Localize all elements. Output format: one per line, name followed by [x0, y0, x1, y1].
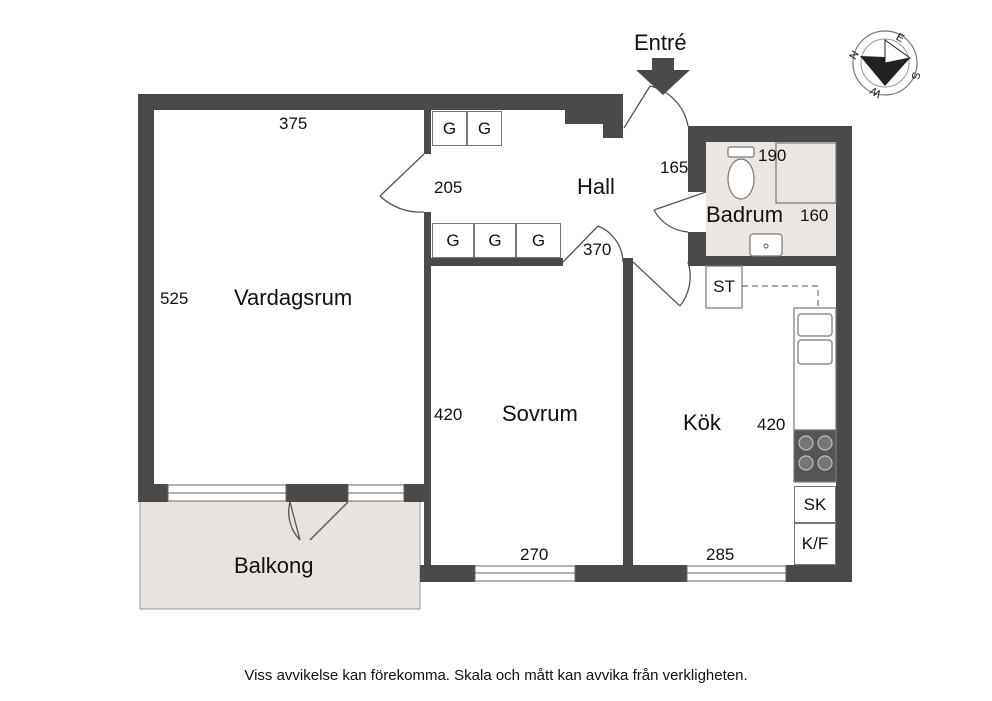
dim-hall-closet: 205: [434, 178, 463, 197]
dim-hall-door: 165: [660, 158, 689, 177]
sink-basin-icon: [797, 313, 833, 337]
room-hall: Hall: [577, 174, 615, 199]
shower-icon: [775, 142, 837, 204]
fridge-freezer: K/F: [794, 523, 836, 565]
room-living: Vardagsrum: [234, 285, 353, 310]
closet: G: [432, 111, 467, 146]
dim-bath-width: 190: [758, 146, 787, 165]
toilet-icon: [727, 158, 755, 200]
room-balcony: Balkong: [234, 553, 314, 578]
windows: [167, 484, 787, 582]
doors: [288, 85, 707, 541]
dim-bed-depth: 420: [434, 405, 463, 424]
kitchen-counter: [705, 265, 837, 483]
stove-top-label: ST: [713, 277, 735, 296]
walls: [138, 94, 852, 582]
closet: G: [516, 223, 561, 258]
compass-icon: [852, 30, 918, 96]
balcony-floor: [139, 500, 421, 610]
room-bath: Badrum: [706, 202, 784, 227]
entrance-label: Entré: [634, 30, 687, 55]
closet: G: [474, 223, 516, 258]
sink-basin-icon: [797, 339, 833, 365]
dim-hall-depth: 370: [583, 240, 612, 259]
room-kitchen: Kök: [683, 410, 721, 435]
closet: G: [432, 223, 474, 258]
room-bedroom: Sovrum: [502, 401, 578, 426]
dim-living-width: 375: [279, 114, 308, 133]
dim-kitchen-width: 285: [706, 545, 735, 564]
dim-bed-width: 270: [520, 545, 549, 564]
dim-living-depth: 525: [160, 289, 189, 308]
dim-bath-depth: 160: [800, 206, 829, 225]
dim-kitchen-depth: 420: [757, 415, 786, 434]
freezer: SK: [794, 486, 836, 523]
toilet-tank-icon: [727, 146, 755, 158]
closet: G: [467, 111, 502, 146]
disclaimer: Viss avvikelse kan förekomma. Skala och …: [244, 667, 748, 684]
bath-fixtures: [727, 142, 837, 257]
entrance-arrow-icon: [636, 58, 690, 95]
